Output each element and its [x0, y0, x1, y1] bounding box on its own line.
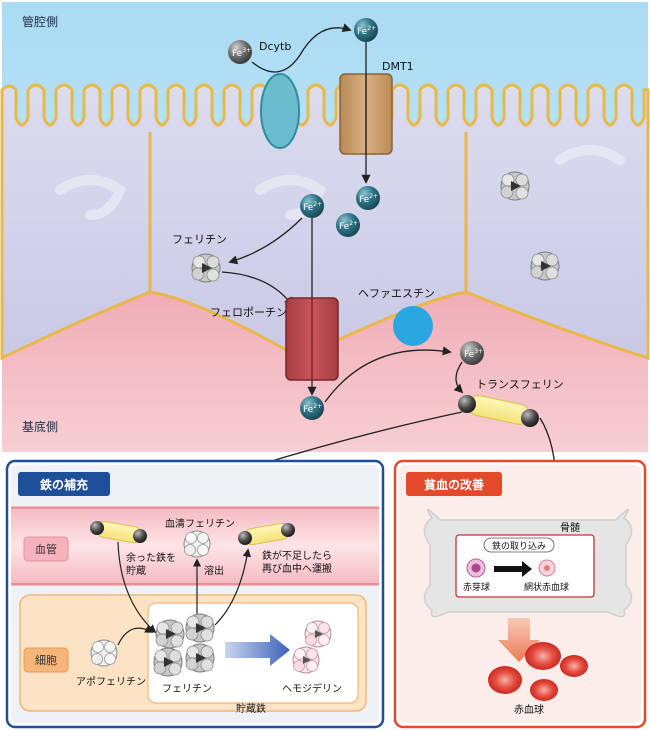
- transferrin-label: トランスフェリン: [476, 378, 564, 391]
- serum-ferritin-label: 血清フェリチン: [165, 517, 235, 530]
- maturation-arrow: [494, 561, 532, 577]
- bone-marrow-label: 骨髄: [560, 521, 580, 534]
- fe2-ion-lumen: [354, 18, 378, 42]
- ferritin-cell-right-a: [500, 171, 530, 201]
- ferritin-cell-right-b: [530, 251, 560, 281]
- vessel-tag: [23, 536, 69, 562]
- hemosiderin-b: [292, 646, 320, 674]
- svg-text:Fe3+: Fe3+: [232, 47, 251, 59]
- apoferritin-label: アポフェリチン: [76, 676, 146, 688]
- oxidation-arrow: [324, 346, 452, 403]
- svg-text:血管: 血管: [35, 542, 57, 556]
- ferritin-store-b: [185, 613, 215, 643]
- shortage-line1: 鉄が不足したら: [262, 549, 332, 562]
- rbc-c: [560, 655, 588, 677]
- svg-text:Fe2+: Fe2+: [303, 403, 322, 415]
- hephaestin-label: ヘファエスチン: [358, 287, 435, 300]
- store-arrow: [117, 541, 157, 634]
- fe2-ion-cell-a: [356, 186, 380, 210]
- svg-text:Fe3+: Fe3+: [464, 348, 483, 360]
- ferritin-store-d: [185, 643, 215, 673]
- serum-ferritin: [183, 530, 211, 558]
- iron-uptake-label: 鉄の取り込み: [492, 540, 546, 552]
- apoferritin-arrow: [117, 625, 154, 646]
- conversion-arrow: [225, 634, 290, 666]
- svg-text:Fe2+: Fe2+: [357, 25, 376, 37]
- anemia-improvement-panel: 貧血の改善 骨髄 鉄の取り込み 赤芽球 網状赤血球 赤血球: [393, 459, 647, 729]
- shortage-line2: 再び血中へ運搬: [262, 562, 332, 575]
- fe3-charge: 3+: [242, 47, 251, 54]
- ferritin-store-label: フェリチン: [162, 683, 212, 695]
- storage-iron-label: 貯蔵鉄: [236, 702, 266, 715]
- dmt1-label: DMT1: [382, 60, 414, 73]
- svg-text:Fe2+: Fe2+: [359, 193, 378, 205]
- transferrin: [458, 395, 539, 427]
- fe3-ion-lumen: [228, 40, 252, 64]
- hemosiderin-a: [304, 620, 332, 648]
- svg-text:細胞: 細胞: [35, 654, 57, 667]
- iron-replenishment-panel: 鉄の補充 血管 細胞 血清フェリチン 余った鉄を 貯蔵 溶出 鉄が不足したら 再…: [5, 459, 385, 729]
- enterocyte-section: 管腔側 基底側 Dcytb DMT1 Fe3+ Fe2+ Fe2+ Fe2+ F…: [0, 2, 650, 452]
- transferrin-vessel-right: [238, 522, 295, 546]
- rbc-label: 赤血球: [514, 703, 544, 716]
- fe2-ion-cell-c: [300, 194, 324, 218]
- ferritin-store-a: [155, 619, 185, 649]
- transport-arrow: [214, 548, 252, 626]
- dcytb-transporter: [260, 73, 300, 149]
- ferritin-store-c: [153, 647, 183, 677]
- svg-text:Fe2+: Fe2+: [303, 201, 322, 213]
- iron-panel-title-badge: [18, 472, 110, 496]
- fe3-symbol: Fe: [232, 49, 243, 59]
- cell-tag: [23, 647, 69, 673]
- fe2-ion-blood: [300, 396, 324, 420]
- surplus-line2: 貯蔵: [126, 564, 146, 577]
- apoferritin: [90, 639, 118, 667]
- rbc-a: [488, 666, 522, 694]
- reduction-arrow: [251, 23, 352, 73]
- transferrin-vessel-left: [90, 520, 147, 544]
- anemia-panel-title: 貧血の改善: [424, 477, 484, 492]
- lumen-label: 管腔側: [22, 14, 58, 29]
- to-ferritin-arrow: [228, 217, 303, 265]
- dcytb-label: Dcytb: [259, 40, 291, 53]
- hemosiderin-label: ヘモジデリン: [282, 682, 342, 695]
- ferritin-cell: [191, 253, 221, 283]
- fe3-ion-blood: [460, 341, 484, 365]
- rbc-d: [530, 679, 558, 701]
- svg-text:Fe2+: Fe2+: [339, 220, 358, 232]
- fe2-ion-cell-b: [336, 213, 360, 237]
- iron-panel-title: 鉄の補充: [40, 477, 88, 492]
- to-transferrin-arrow: [453, 361, 464, 394]
- ferroportin-label: フェロポーチン: [210, 306, 287, 319]
- anemia-panel-title-badge: [406, 472, 502, 496]
- ferritin-label: フェリチン: [172, 233, 227, 246]
- basal-label: 基底側: [22, 419, 58, 434]
- rbc-b: [525, 642, 561, 670]
- reticulocyte-label: 網状赤血球: [524, 581, 569, 593]
- erythroblast-label: 赤芽球: [463, 581, 490, 593]
- hephaestin-enzyme: [393, 306, 433, 346]
- release-label: 溶出: [204, 564, 224, 577]
- surplus-line1: 余った鉄を: [126, 551, 176, 564]
